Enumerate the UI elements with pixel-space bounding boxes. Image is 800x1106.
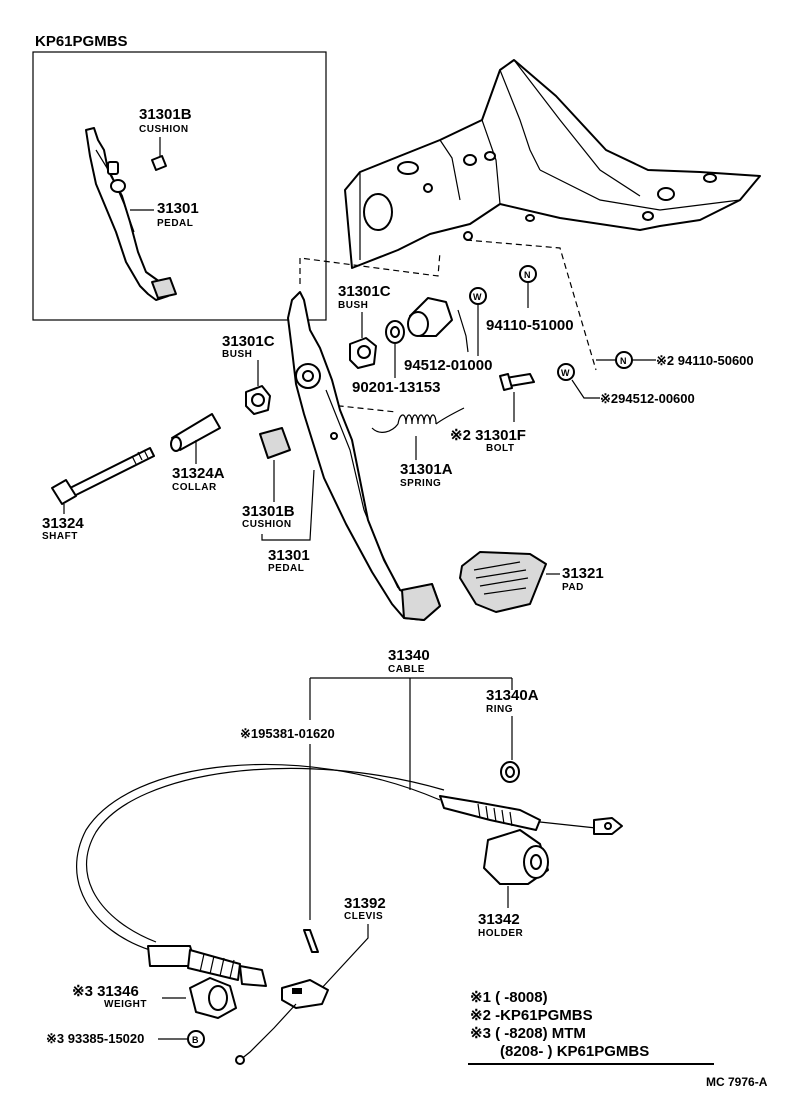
marker-b: B <box>187 1030 205 1048</box>
spring-name: SPRING <box>400 478 441 489</box>
reference-code: MC 7976-A <box>706 1075 768 1089</box>
legend-line-2: ※2 -KP61PGMBS <box>470 1007 593 1024</box>
weight-name: WEIGHT <box>104 999 147 1010</box>
cotter-pin-drawing <box>303 929 319 953</box>
inset-cushion-number: 31301B <box>139 106 192 123</box>
bolt-number: ※2 31301F <box>450 427 526 444</box>
pedal-number: 31301 <box>268 547 310 564</box>
holder-name: HOLDER <box>478 928 524 939</box>
shaft-number: 31324 <box>42 515 84 532</box>
inset-cushion-name: CUSHION <box>139 124 189 135</box>
bush-left-number: 31301C <box>222 333 275 350</box>
pedal-bracket-drawing <box>344 59 761 269</box>
bolt-name: BOLT <box>486 443 514 454</box>
nut-94110-51000-label: 94110-51000 <box>486 317 574 334</box>
bush-right-name: BUSH <box>338 300 368 311</box>
ring-name: RING <box>486 704 513 715</box>
washer-drawing <box>385 320 405 344</box>
svg-text:N: N <box>620 356 627 366</box>
shaft-name: SHAFT <box>42 531 78 542</box>
weight-number: ※3 31346 <box>72 983 139 1000</box>
cable-name: CABLE <box>388 664 425 675</box>
inset-box: KP61PGMBS 31301B CUSHION 31301 PEDAL <box>32 33 327 321</box>
clevis-name: CLEVIS <box>344 911 383 922</box>
legend: ※1 ( -8008) ※2 -KP61PGMBS ※3 ( -8208) MT… <box>468 989 714 1065</box>
weight-drawing <box>189 977 237 1019</box>
svg-text:W: W <box>473 292 482 302</box>
washer-90201-13153-label: 90201-13153 <box>352 379 440 396</box>
inset-title: KP61PGMBS <box>35 33 128 50</box>
cushion-name: CUSHION <box>242 519 292 530</box>
nut-94110-50600-label: ※2 94110-50600 <box>656 353 754 368</box>
pin-94512-drawing <box>407 297 453 337</box>
marker-w1: W <box>469 287 487 305</box>
cable-number: 31340 <box>388 647 430 664</box>
pedal-drawing <box>287 291 441 621</box>
collar-drawing <box>170 413 221 452</box>
cushion-drawing <box>259 427 291 459</box>
pin-195381-01620-label: ※195381-01620 <box>240 726 335 741</box>
marker-n2: N <box>615 351 633 369</box>
ring-drawing <box>500 761 520 783</box>
ring-number: 31340A <box>486 687 539 704</box>
inset-pedal-drawing <box>85 127 177 301</box>
svg-text:N: N <box>524 270 531 280</box>
bolt-93385-15020-label: ※3 93385-15020 <box>46 1031 144 1046</box>
pedal-name: PEDAL <box>268 563 304 574</box>
inset-pedal-number: 31301 <box>157 200 199 217</box>
collar-number: 31324A <box>172 465 225 482</box>
cushion-number: 31301B <box>242 503 295 520</box>
washer-94512-00600-label: ※294512-00600 <box>600 391 695 406</box>
shaft-drawing <box>51 447 155 505</box>
bush-left-name: BUSH <box>222 349 252 360</box>
inset-pedal-name: PEDAL <box>157 218 193 229</box>
marker-w2: W <box>557 363 575 381</box>
spring-drawing <box>371 407 465 433</box>
collar-name: COLLAR <box>172 482 217 493</box>
bolt-drawing <box>499 373 535 391</box>
svg-text:B: B <box>192 1035 199 1045</box>
marker-n1: N <box>519 265 537 283</box>
legend-line-1: ※1 ( -8008) <box>470 989 548 1006</box>
cable-drawing <box>76 763 623 987</box>
svg-text:W: W <box>561 368 570 378</box>
holder-number: 31342 <box>478 911 520 928</box>
inset-cushion-icon <box>151 155 167 171</box>
pad-drawing <box>459 551 547 613</box>
pin-94512-01000-label: 94512-01000 <box>404 357 492 374</box>
spring-number: 31301A <box>400 461 453 478</box>
bush-left-drawing <box>245 385 271 415</box>
legend-line-4: (8208- ) KP61PGMBS <box>500 1043 649 1060</box>
clevis-number: 31392 <box>344 895 386 912</box>
bush-right-number: 31301C <box>338 283 391 300</box>
clevis-drawing <box>281 979 329 1009</box>
pad-number: 31321 <box>562 565 604 582</box>
legend-line-3: ※3 ( -8208) MTM <box>470 1025 586 1042</box>
holder-drawing <box>483 829 549 885</box>
bush-right-drawing <box>349 337 377 369</box>
pad-name: PAD <box>562 582 584 593</box>
